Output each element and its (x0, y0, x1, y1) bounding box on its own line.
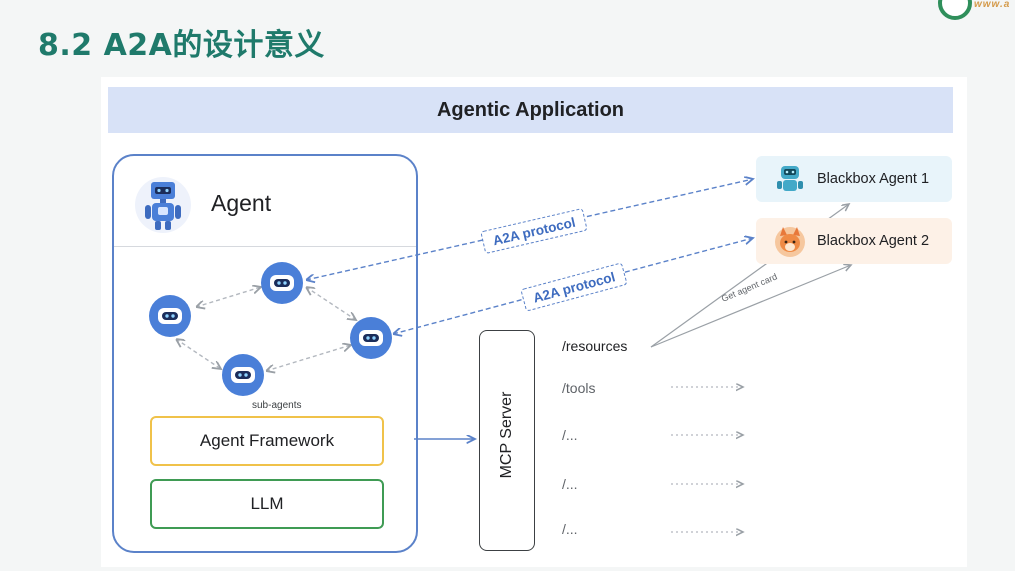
get-agent-card-arrow (650, 265, 851, 348)
blackbox-agent-1-card: Blackbox Agent 1 (756, 156, 952, 202)
mcp-server-box: MCP Server (479, 330, 535, 551)
teal-robot-icon (777, 166, 803, 191)
subagent-link (196, 287, 261, 307)
resource-item: /... (562, 521, 578, 537)
divider (114, 246, 416, 247)
llm-box: LLM (150, 479, 384, 529)
resource-item: /... (562, 427, 578, 443)
blackbox-agent-1-label: Blackbox Agent 1 (817, 171, 930, 187)
orange-fox-icon (775, 227, 805, 257)
connectors: A2A protocol A2A protocol Get agent card (101, 77, 967, 567)
sub-agent-icon (149, 295, 191, 337)
site-url: www.a (974, 0, 1011, 10)
sub-agent-icon (261, 262, 303, 304)
blackbox-agent-2-label: Blackbox Agent 2 (817, 233, 930, 249)
slide-title: 8.2 A2A的设计意义 (38, 28, 325, 63)
llm-label: LLM (250, 494, 284, 513)
agentic-application-bar: Agentic Application (108, 87, 953, 133)
subagent-link (266, 345, 351, 371)
subagent-link (306, 287, 356, 320)
sub-agents-label: sub-agents (252, 400, 302, 411)
sub-agent-icon (222, 354, 264, 396)
mcp-server-label: MCP Server (498, 391, 515, 479)
resource-item: /resources (562, 338, 628, 354)
sub-agent-icon (350, 317, 392, 359)
blackbox-agent-2-card: Blackbox Agent 2 (756, 218, 952, 264)
a2a-protocol-arrow-1 (306, 179, 753, 280)
a2a-diagram: Agentic Application Agent sub-agents Age… (101, 77, 967, 567)
logo-icon (938, 0, 972, 20)
robot-icon (135, 177, 191, 233)
agentic-application-label: Agentic Application (436, 98, 625, 121)
agent-framework-box: Agent Framework (150, 416, 384, 466)
agent-title: Agent (211, 190, 272, 216)
agent-framework-label: Agent Framework (199, 431, 335, 450)
subagent-link (176, 339, 221, 369)
a2a-protocol-badge-2: A2A protocol (521, 263, 627, 311)
resource-item: /tools (562, 380, 596, 396)
resource-item: /... (562, 476, 578, 492)
a2a-protocol-badge-1: A2A protocol (480, 208, 588, 254)
